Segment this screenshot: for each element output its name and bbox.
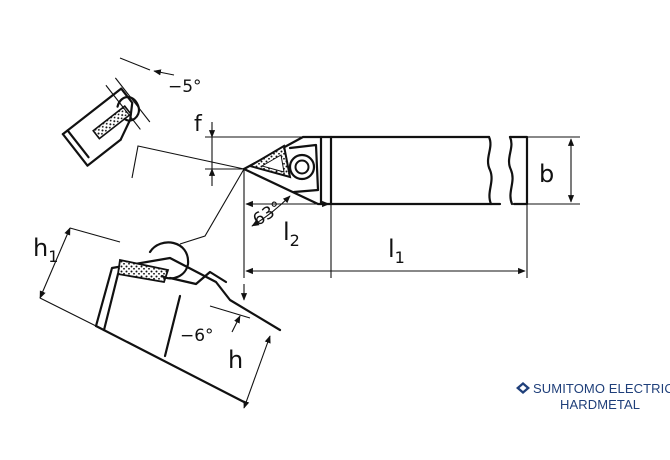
label-h1: h1	[33, 234, 58, 266]
brand-line1: SUMITOMO ELECTRIC	[533, 381, 670, 396]
label-l2: l2	[283, 218, 300, 250]
dimension-h	[243, 335, 271, 409]
label-angle-minus6: −6°	[180, 326, 214, 346]
angle-63-arc	[251, 195, 291, 227]
insert-top-view	[247, 143, 320, 194]
label-b: b	[539, 160, 554, 188]
reference-lines	[131, 136, 580, 278]
label-f: f	[194, 112, 203, 137]
label-h: h	[228, 346, 243, 374]
dimension-minus5	[119, 57, 175, 76]
brand-line2: HARDMETAL	[560, 397, 641, 412]
sumitomo-diamond-logo-icon	[516, 382, 530, 394]
section-view-upper	[61, 77, 151, 167]
dimension-minus6	[231, 284, 248, 333]
label-angle-63: 63°	[250, 198, 286, 231]
label-angle-minus5: −5°	[168, 77, 202, 97]
section-view-lower	[94, 241, 282, 404]
label-l1: l1	[388, 235, 405, 267]
dimension-h1	[39, 227, 121, 327]
